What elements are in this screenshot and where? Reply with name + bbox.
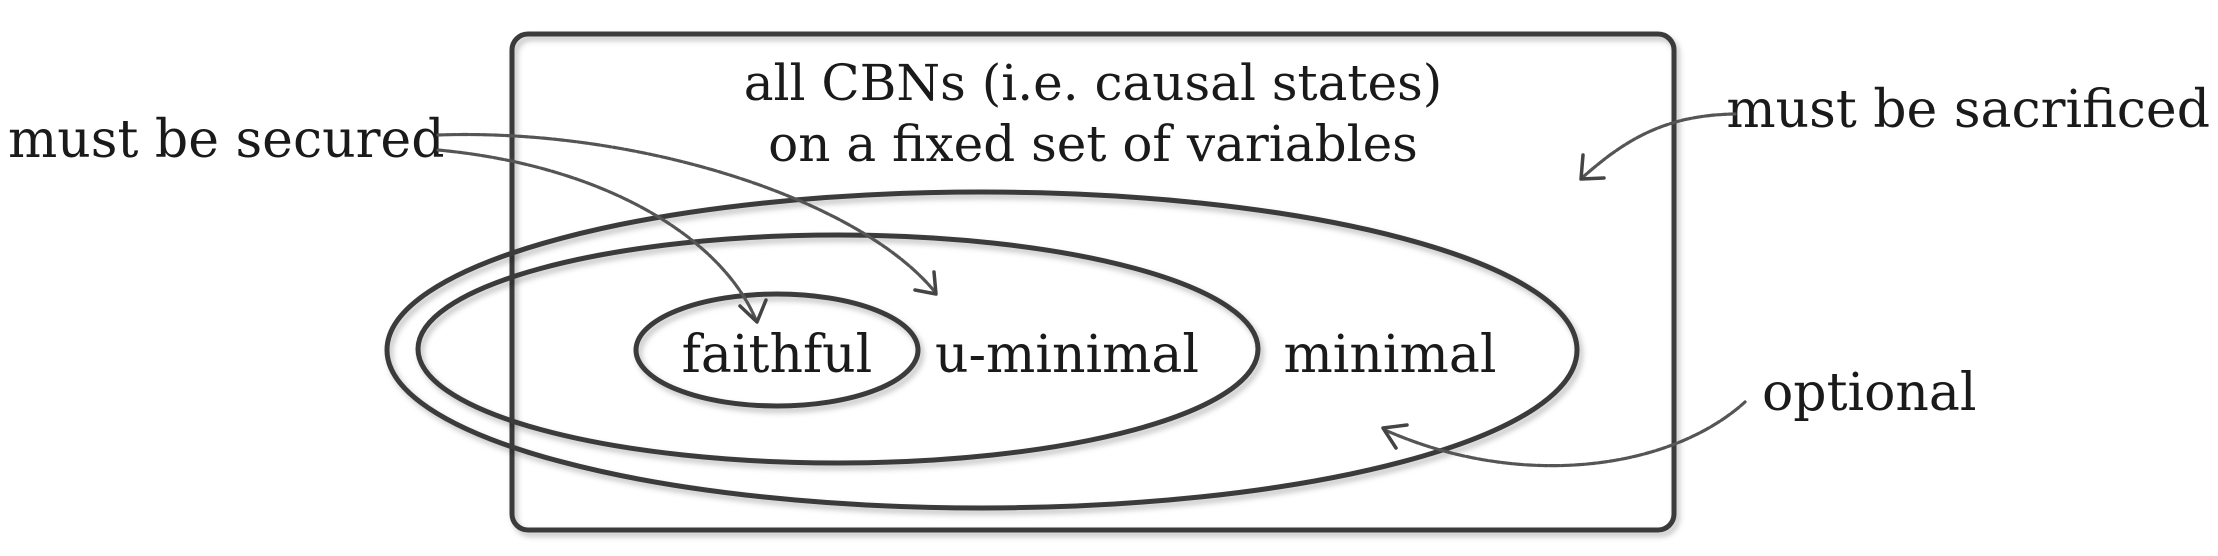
sacrificed-arrowhead xyxy=(1579,153,1606,181)
all-cbns-box xyxy=(509,31,1677,533)
optional-arrow xyxy=(1383,400,1747,468)
minimal-label: minimal xyxy=(1283,325,1496,385)
secured-to-faithful-arrow xyxy=(436,148,758,322)
secured-to-faithful-arrowhead xyxy=(738,298,768,324)
outer-box-title-line-1: all CBNs (i.e. causal states) xyxy=(744,54,1443,112)
must-be-sacrificed-annotation: must be sacrificed xyxy=(1726,80,2210,140)
secured-to-u-minimal-arrowhead xyxy=(913,270,938,296)
optional-annotation: optional xyxy=(1762,363,1977,423)
secured-to-u-minimal-arrow xyxy=(436,132,937,294)
faithful-ellipse xyxy=(633,291,921,409)
faithful-label: faithful xyxy=(682,325,873,385)
optional-arrowhead xyxy=(1381,423,1409,450)
u-minimal-ellipse xyxy=(415,232,1261,466)
sacrificed-arrow xyxy=(1581,112,1737,179)
outer-box-title-line-2: on a fixed set of variables xyxy=(768,115,1418,173)
must-be-secured-annotation: must be secured xyxy=(8,110,445,170)
minimal-ellipse xyxy=(384,189,1580,511)
u-minimal-label: u-minimal xyxy=(935,325,1199,385)
